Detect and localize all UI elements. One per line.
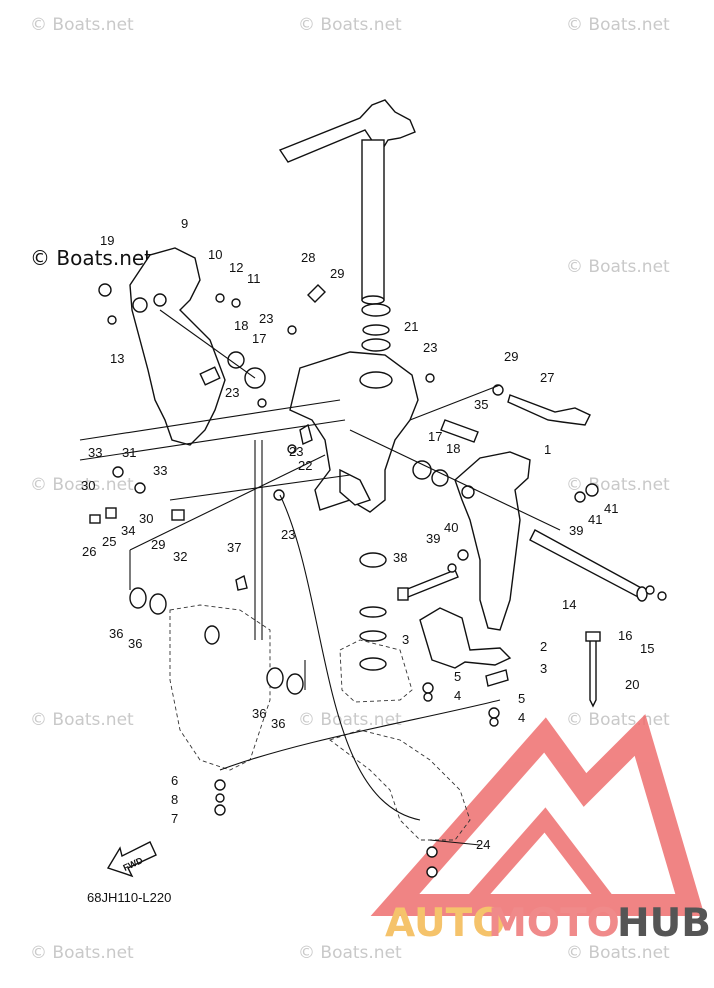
callout: 5 xyxy=(454,669,461,684)
watermark: © Boats.net xyxy=(30,710,134,730)
watermark: © Boats.net xyxy=(566,257,670,277)
automotohub-wordmark: AUTO MOTO HUB xyxy=(385,901,711,946)
brand-moto: MOTO xyxy=(488,901,620,946)
callout: 22 xyxy=(298,458,312,473)
callout: 36 xyxy=(109,626,123,641)
callout: 7 xyxy=(171,811,178,826)
callout: 35 xyxy=(474,397,488,412)
watermark: © Boats.net xyxy=(30,15,134,35)
watermark: © Boats.net xyxy=(566,943,670,963)
callout: 23 xyxy=(423,340,437,355)
callout: 31 xyxy=(122,445,136,460)
automotohub-logo-mark xyxy=(370,714,705,916)
callout: 34 xyxy=(121,523,135,538)
callout: 33 xyxy=(88,445,102,460)
callout: 10 xyxy=(208,247,222,262)
watermark: © Boats.net xyxy=(566,710,670,730)
watermark-header: © Boats.net xyxy=(30,246,152,270)
callout: 29 xyxy=(330,266,344,281)
callout: 9 xyxy=(181,216,188,231)
callout: 39 xyxy=(426,531,440,546)
callout: 5 xyxy=(518,691,525,706)
callout: 26 xyxy=(82,544,96,559)
watermark-group: © Boats.net © Boats.net © Boats.net © Bo… xyxy=(30,15,670,963)
fwd-arrow: FWD xyxy=(106,841,157,878)
callout: 32 xyxy=(173,549,187,564)
watermark: © Boats.net xyxy=(30,943,134,963)
watermark: © Boats.net xyxy=(30,475,134,495)
bracket-2 xyxy=(419,607,512,669)
callout: 38 xyxy=(393,550,407,565)
leader-lines xyxy=(79,309,561,846)
callout: 29 xyxy=(504,349,518,364)
callout: 15 xyxy=(640,641,654,656)
callout: 13 xyxy=(110,351,124,366)
callout: 27 xyxy=(540,370,554,385)
callout: 28 xyxy=(301,250,315,265)
bolt-27 xyxy=(507,394,591,426)
callout: 8 xyxy=(171,792,178,807)
callout: 23 xyxy=(289,444,303,459)
callout-labels: 19 9 10 12 11 28 29 13 23 18 17 21 23 29… xyxy=(81,216,654,852)
steering-arm xyxy=(278,99,416,305)
callout: 33 xyxy=(153,463,167,478)
diagram-code: 68JH110-L220 xyxy=(87,890,171,905)
callout: 37 xyxy=(227,540,241,555)
shaft-35 xyxy=(440,419,479,443)
callout: 17 xyxy=(428,429,442,444)
tilt-tube xyxy=(529,529,648,602)
callout: 36 xyxy=(128,636,142,651)
callout: 23 xyxy=(225,385,239,400)
callout: 11 xyxy=(247,271,261,286)
callout: 41 xyxy=(604,501,618,516)
callout: 39 xyxy=(569,523,583,538)
callout: 6 xyxy=(171,773,178,788)
callout: 29 xyxy=(151,537,165,552)
callout: 18 xyxy=(446,441,460,456)
callout: 41 xyxy=(588,512,602,527)
callout: 4 xyxy=(518,710,525,725)
callout: 23 xyxy=(259,311,273,326)
callout: 23 xyxy=(281,527,295,542)
callout: 36 xyxy=(271,716,285,731)
callout: 12 xyxy=(229,260,243,275)
left-clamp-bracket xyxy=(98,247,226,446)
callout: 20 xyxy=(625,677,639,692)
callout: 25 xyxy=(102,534,116,549)
damper-group xyxy=(129,587,304,695)
callout: 1 xyxy=(544,442,551,457)
callout: 19 xyxy=(100,233,114,248)
callout: 30 xyxy=(81,478,95,493)
watermark: © Boats.net xyxy=(298,15,402,35)
watermark: © Boats.net xyxy=(298,943,402,963)
watermark: © Boats.net xyxy=(566,15,670,35)
callout: 18 xyxy=(234,318,248,333)
callout: 24 xyxy=(476,837,490,852)
callout: 2 xyxy=(540,639,547,654)
right-clamp-bracket xyxy=(454,451,531,631)
callout: 3 xyxy=(540,661,547,676)
callout: 14 xyxy=(562,597,576,612)
callout: 30 xyxy=(139,511,153,526)
bolt-38 xyxy=(397,569,459,601)
callout: 3 xyxy=(402,632,409,647)
brand-auto: AUTO xyxy=(385,901,505,946)
watermark: © Boats.net xyxy=(298,710,402,730)
callout: 17 xyxy=(252,331,266,346)
fasteners xyxy=(89,284,667,878)
callout: 21 xyxy=(404,319,418,334)
callout: 4 xyxy=(454,688,461,703)
lower-housing xyxy=(169,552,471,841)
callout: 36 xyxy=(252,706,266,721)
callout: 16 xyxy=(618,628,632,643)
callout: 40 xyxy=(444,520,458,535)
brand-hub: HUB xyxy=(617,901,711,946)
stud-20 xyxy=(585,631,601,708)
